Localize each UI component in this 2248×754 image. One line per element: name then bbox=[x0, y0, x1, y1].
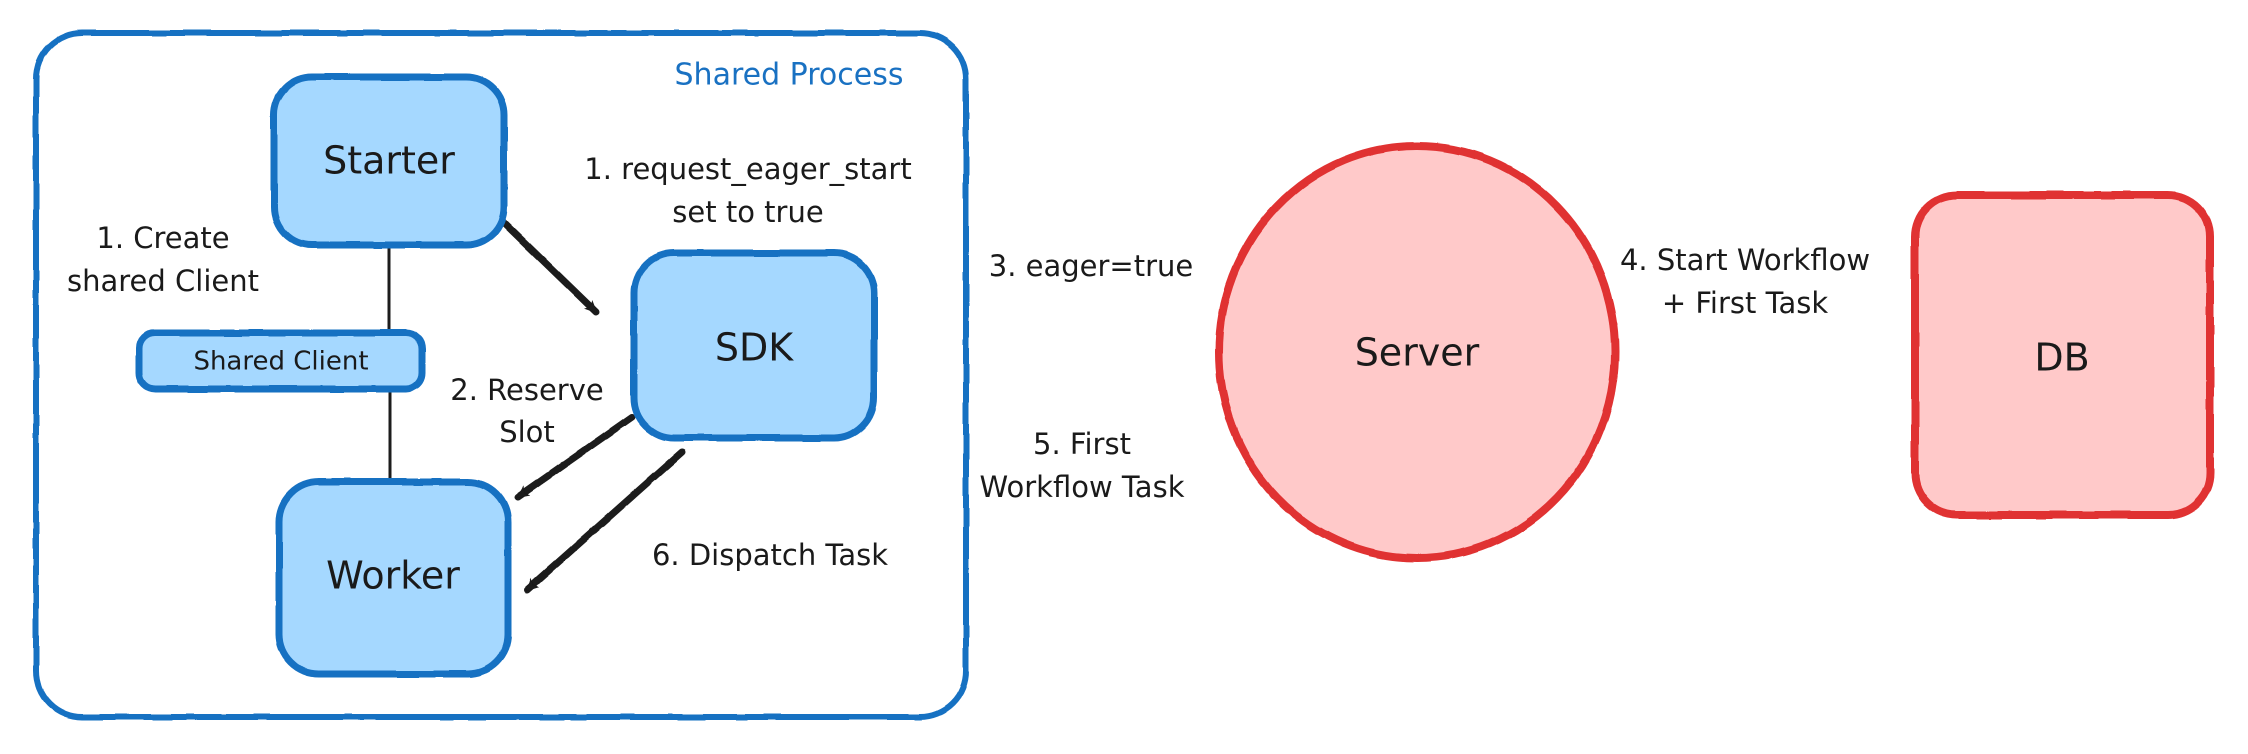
edge-label-line2: Workflow Task bbox=[980, 470, 1185, 504]
edge-label-line2: Slot bbox=[499, 415, 555, 449]
edge-label-line1: 1. request_eager_start bbox=[584, 152, 911, 186]
edge-label-line2: set to true bbox=[672, 195, 823, 229]
edge-label-first-workflow-task: 5. First Workflow Task bbox=[980, 427, 1185, 504]
db-label: DB bbox=[2034, 336, 2089, 380]
node-starter[interactable]: Starter bbox=[270, 73, 508, 249]
edge-label-line1: 2. Reserve bbox=[450, 373, 603, 407]
edge-label-request-eager-start: 1. request_eager_start set to true bbox=[584, 152, 911, 229]
starter-label: Starter bbox=[323, 139, 455, 183]
shared-process-label: Shared Process bbox=[675, 58, 904, 93]
edge-sdk-worker-reserve[interactable] bbox=[514, 413, 636, 501]
edge-starter-shared-client[interactable] bbox=[385, 240, 393, 341]
node-shared-client[interactable]: Shared Client bbox=[135, 329, 426, 393]
edge-arrow bbox=[495, 214, 600, 316]
edge-starter-sdk[interactable] bbox=[495, 214, 600, 316]
node-db[interactable]: DB bbox=[1911, 191, 2214, 519]
edge-label-dispatch-task: 6. Dispatch Task bbox=[652, 538, 888, 572]
node-worker[interactable]: Worker bbox=[275, 478, 512, 678]
edge-label-line1: 4. Start Workflow bbox=[1620, 243, 1870, 277]
sdk-label: SDK bbox=[715, 326, 794, 370]
server-shape bbox=[1215, 142, 1619, 562]
edge-label-line2: shared Client bbox=[67, 264, 259, 298]
edge-arrow bbox=[514, 413, 636, 501]
shared-process-boundary bbox=[33, 30, 969, 720]
edge-line bbox=[385, 240, 393, 341]
edge-label-line1: 5. First bbox=[1033, 427, 1131, 461]
sdk-shape bbox=[630, 249, 878, 442]
edge-shared-client-worker[interactable] bbox=[386, 383, 394, 487]
edge-sdk-worker-dispatch[interactable] bbox=[523, 448, 686, 594]
shared-client-label: Shared Client bbox=[193, 347, 368, 377]
node-sdk[interactable]: SDK bbox=[630, 249, 878, 442]
edge-label-eager-true: 3. eager=true bbox=[989, 249, 1194, 283]
edge-arrow bbox=[523, 448, 686, 594]
edge-label-line1: 1. Create bbox=[96, 221, 229, 255]
db-shape bbox=[1911, 191, 2214, 519]
group-shared-process[interactable]: Shared Process bbox=[33, 30, 969, 720]
node-server[interactable]: Server bbox=[1215, 142, 1619, 562]
edge-label-reserve-slot: 2. Reserve Slot bbox=[450, 373, 603, 449]
edge-label-line2: + First Task bbox=[1662, 286, 1829, 320]
edge-label-line1: 3. eager=true bbox=[989, 249, 1194, 283]
server-label: Server bbox=[1355, 331, 1480, 375]
edge-label-line1: 6. Dispatch Task bbox=[652, 538, 888, 572]
edge-label-create-shared-client: 1. Create shared Client bbox=[67, 221, 259, 298]
worker-shape bbox=[275, 478, 512, 678]
worker-label: Worker bbox=[326, 554, 460, 598]
edge-line bbox=[386, 383, 394, 487]
starter-shape bbox=[270, 73, 508, 249]
edge-label-start-workflow: 4. Start Workflow + First Task bbox=[1620, 243, 1870, 320]
shared-client-shape bbox=[135, 329, 426, 393]
